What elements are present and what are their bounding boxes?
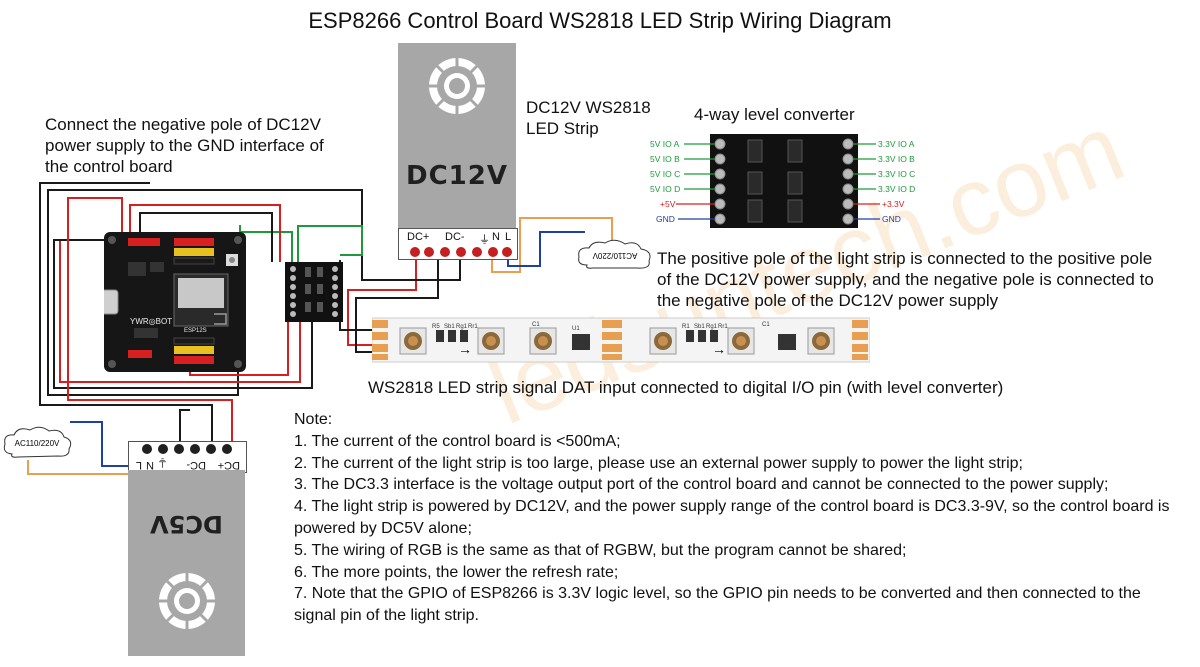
strip-component-rr1: Rr1 [468,324,478,330]
ac-input-label-12v: AC110/220V [592,251,637,260]
conv-left-pin-3: 5V IO C [650,169,680,179]
strip-component-r1: R1 [682,324,690,330]
ac-input-label-5v: AC110/220V [15,439,60,448]
wire-red-board-3 [189,322,289,376]
conv-left-pin-1: 5V IO A [650,139,680,149]
strip-component-sb1: Sb1 [444,324,455,330]
note-item-3: 3. The DC3.3 interface is the voltage ou… [294,476,1109,494]
wire-12v-negative [355,256,439,353]
wire-black-board-2 [53,239,313,389]
note-item-1: 1. The current of the control board is <… [294,432,621,450]
conv-right-pin-5: +3.3V [882,199,905,209]
wire-5v-gnd [179,409,190,450]
strip-arrow-1: → [458,341,472,357]
wire-green-2 [297,225,363,262]
wire-5v-positive [67,197,233,450]
level-converter-small [285,262,343,322]
conv-left-pin-5: +5V [660,199,676,209]
dc12v-power-supply: DC12V [398,43,516,228]
wire-5v-negative [39,182,213,450]
esp8266-control-board: YWR◎BOT ESP12S [104,232,246,372]
led-strip-label: DC12V WS2818 LED Strip [526,98,651,138]
gnd-note: Connect the negative pole of DC12V power… [45,115,324,176]
signal-note: WS2818 LED strip signal DAT input connec… [368,378,1004,397]
psu12-terminal-ground: ⏚ [479,234,490,246]
psu5-name: DC5V [150,510,223,538]
note-item-2: 2. The current of the light strip is too… [294,454,1023,472]
strip-component-c1: C1 [532,322,540,328]
strip-component-sb1-b: Sb1 [694,324,705,330]
psu5-terminal-ground: ⏚ [157,456,168,468]
note-item-4: 4. The light strip is powered by DC12V, … [294,498,1170,537]
wire-12v-ac-l [507,231,585,267]
conv-right-pin-3: 3.3V IO C [878,169,915,179]
ac-input-cloud-5v: AC110/220V [3,426,72,458]
converter-label: 4-way level converter [694,105,855,124]
conv-right-pin-4: 3.3V IO D [878,184,915,194]
conv-right-pin-2: 3.3V IO B [878,154,915,164]
diagram-title: ESP8266 Control Board WS2818 LED Strip W… [308,8,892,33]
conv-left-pin-4: 5V IO D [650,184,680,194]
psu12-terminal-dcminus: DC- [445,231,465,243]
ac-input-cloud-12v: AC110/220V [578,239,651,269]
psu12-name: DC12V [406,161,508,191]
note-item-5: 5. The wiring of RGB is the same as that… [294,541,907,559]
board-brand: YWR◎BOT [130,317,172,326]
strip-component-rg1: Rg1 [456,324,468,330]
psu12-terminal-n: N [492,231,500,243]
led-strip: → → R5 Sb1 Rg1 Rr1 C1 U1 R1 Sb1 Rg1 Rr1 … [372,317,870,363]
level-converter-detail: 5V IO A 5V IO B 5V IO C 5V IO D +5V GND … [650,134,915,228]
strip-power-note: The positive pole of the light strip is … [657,249,1154,310]
wire-red-board-1 [129,204,281,262]
conv-left-pin-2: 5V IO B [650,154,680,164]
psu12-screws [410,247,512,257]
fan-icon [429,58,485,114]
strip-component-rg1-b: Rg1 [706,324,718,330]
psu12-terminal-block: DC+ DC- ⏚ N L [398,228,518,260]
psu5-screws [142,444,232,454]
psu12-terminal-dcplus: DC+ [407,231,430,243]
wire-green-1 [239,225,293,262]
conv-right-pin-1: 3.3V IO A [878,139,915,149]
psu5-terminal-block: DC+ DC- ⏚ N L [128,441,247,473]
conv-left-pin-6: GND [656,214,675,224]
note-item-6: 6. The more points, the lower the refres… [294,563,619,581]
wire-12v-ac-n [491,217,613,273]
conv-right-pin-6: GND [882,214,901,224]
strip-component-r5: R5 [432,324,440,330]
strip-component-u1: U1 [572,326,580,332]
note-item-7: 7. Note that the GPIO of ESP8266 is 3.3V… [294,585,1141,625]
strip-arrow-2: → [712,341,726,357]
dc5v-power-supply: DC5V [128,470,245,656]
fan-icon [159,573,215,629]
psu12-terminal-l: L [505,231,512,243]
wire-12v-gnd-to-board [47,189,461,396]
wire-black-board-1 [139,212,273,262]
strip-component-c1-b: C1 [762,322,770,328]
strip-component-rr1-b: Rr1 [718,324,728,330]
notes-block: Note: 1. The current of the control boar… [294,409,1174,627]
notes-heading: Note: [294,411,333,428]
board-module: ESP12S [184,328,207,334]
